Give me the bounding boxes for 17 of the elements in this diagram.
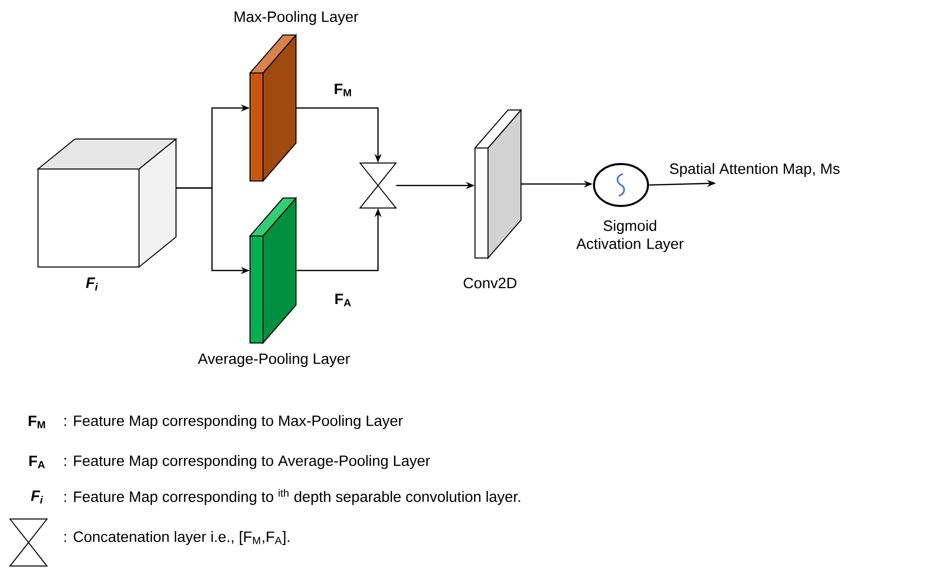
symbol-label: F$_{A}$: [29, 456, 45, 468]
node-label: Sigmoid Activation Layer: [576, 220, 684, 252]
conv-layer: Conv2D: [464, 108, 522, 288]
edge-label: F$_{A}$: [335, 294, 351, 306]
edge-label: F$_{M}$: [334, 84, 351, 96]
node-label: Average-Pooling Layer: [198, 353, 350, 367]
node-label: Max-Pooling Layer: [234, 11, 358, 25]
description-text: : Feature Map corresponding to $^{ith}$ depth separable convolution layer.: [64, 489, 520, 505]
symbol-label: F$_{i}$: [30, 490, 43, 504]
node-label: Conv2D: [464, 278, 516, 288]
symbol-label: F$_{M}$: [28, 416, 45, 428]
description-text: : Concatenation layer i.e., [F$_{M}$,F$_{A}$].: [64, 531, 290, 545]
node-label: F$_{i}$: [86, 278, 98, 290]
output-label: Spatial Attention Map, Ms: [670, 163, 840, 177]
concatenation-symbol: [358, 162, 398, 208]
description-text: : Feature Map corresponding to Average-Pooling Layer: [64, 455, 430, 469]
description-text: : Feature Map corresponding to Max-Pooling Layer: [64, 415, 403, 429]
